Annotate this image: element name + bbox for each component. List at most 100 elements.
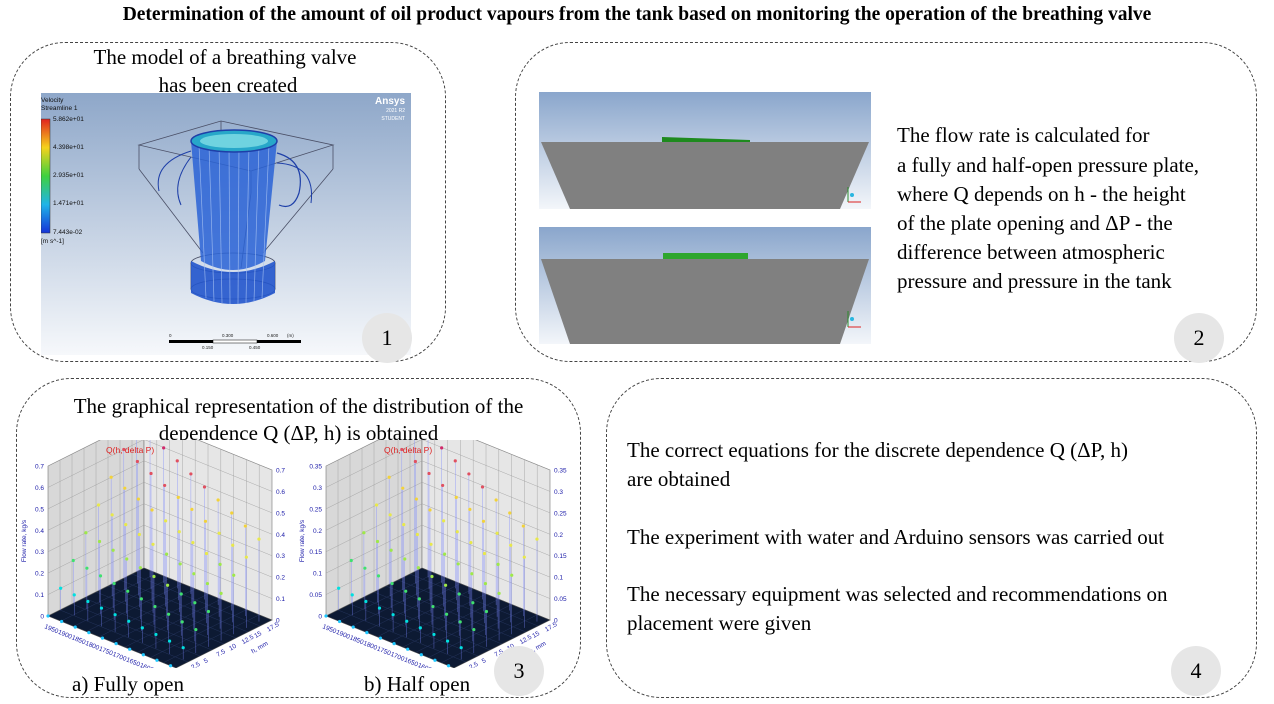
data-point bbox=[414, 497, 418, 501]
data-point bbox=[206, 609, 211, 614]
data-point bbox=[375, 539, 380, 544]
floor-gridline bbox=[349, 603, 479, 657]
data-point bbox=[433, 658, 437, 662]
data-point bbox=[218, 562, 222, 566]
data-point bbox=[137, 532, 141, 537]
data-point bbox=[110, 513, 114, 517]
y-tick-label: 15 bbox=[531, 630, 541, 640]
data-point bbox=[535, 537, 539, 541]
z-tick-label: 0.1 bbox=[313, 571, 322, 578]
pressure-plate bbox=[662, 137, 750, 142]
data-point bbox=[365, 630, 369, 635]
floor-gridline bbox=[59, 609, 189, 663]
data-point bbox=[124, 523, 128, 527]
data-point bbox=[374, 503, 379, 507]
panel-conclusions bbox=[606, 378, 1257, 698]
panel-valve-model bbox=[10, 42, 446, 362]
data-point bbox=[495, 531, 499, 535]
x-axis-label: delta P, Pa bbox=[373, 667, 405, 668]
ansys-version: 2021 R2 bbox=[386, 108, 405, 114]
data-point bbox=[97, 539, 102, 544]
colorbar bbox=[41, 118, 51, 234]
data-point bbox=[192, 572, 196, 576]
data-point bbox=[194, 627, 198, 632]
data-point bbox=[417, 597, 421, 601]
scale-label-5: 0.450 bbox=[249, 345, 261, 350]
axis-triad-icon bbox=[847, 187, 861, 203]
data-point bbox=[402, 523, 406, 527]
wall-gridline bbox=[47, 524, 273, 578]
data-point bbox=[231, 543, 235, 547]
z-tick-label-right: 0.4 bbox=[276, 532, 285, 539]
data-point bbox=[96, 503, 101, 507]
page-title: Determination of the amount of oil produ… bbox=[122, 4, 1152, 25]
data-point bbox=[46, 614, 50, 618]
data-point bbox=[112, 581, 116, 586]
floor-gridline bbox=[95, 591, 225, 645]
data-point bbox=[244, 555, 248, 559]
y-tick-label: 7.5 bbox=[215, 648, 227, 659]
data-point bbox=[216, 498, 220, 502]
data-point bbox=[482, 551, 487, 556]
data-point bbox=[456, 562, 460, 566]
data-point bbox=[60, 619, 64, 624]
wall-gridline bbox=[47, 440, 273, 471]
streamline-tube bbox=[157, 129, 313, 305]
data-point bbox=[445, 639, 450, 643]
data-point bbox=[454, 495, 458, 499]
data-point bbox=[468, 507, 472, 511]
tank-body bbox=[541, 142, 869, 209]
legend-value-4: 7.443e-02 bbox=[53, 229, 83, 236]
y-tick-label: 7.5 bbox=[493, 648, 505, 659]
y-tick-label: 15 bbox=[253, 630, 263, 640]
data-point bbox=[431, 604, 435, 609]
z-tick-label-right: 0 bbox=[554, 618, 558, 625]
data-point bbox=[155, 658, 159, 662]
z-axis-label: Flow rate, kg/s bbox=[299, 519, 306, 562]
data-point bbox=[376, 574, 381, 578]
wall-gridline bbox=[47, 440, 273, 492]
data-point bbox=[202, 485, 207, 489]
panel2-text-line-3: where Q depends on h - the height bbox=[897, 182, 1186, 206]
z-tick-label-right: 0.05 bbox=[554, 596, 567, 603]
data-point bbox=[508, 511, 512, 515]
data-point bbox=[484, 609, 489, 614]
z-tick-label-right: 0.25 bbox=[554, 510, 567, 517]
data-point bbox=[154, 632, 158, 637]
conclusion-3-line-2: placement were given bbox=[627, 611, 812, 635]
data-point bbox=[162, 446, 166, 450]
data-point bbox=[400, 447, 404, 452]
wall-gridline bbox=[325, 460, 551, 514]
z-tick-label: 0.15 bbox=[309, 549, 322, 556]
wall-gridline bbox=[325, 440, 551, 492]
data-point bbox=[337, 586, 341, 590]
data-point bbox=[122, 447, 126, 452]
panel1-caption-line1: The model of a breathing valve bbox=[93, 45, 357, 69]
data-point bbox=[387, 475, 391, 479]
data-point bbox=[243, 524, 247, 528]
data-point bbox=[494, 498, 498, 502]
scale-label-2: 0.600 bbox=[267, 333, 279, 338]
data-point bbox=[428, 508, 432, 512]
z-tick-label-right: 0.7 bbox=[276, 468, 285, 475]
plate-half-open-render bbox=[539, 227, 871, 344]
y-tick-label: 10 bbox=[228, 643, 238, 653]
data-point bbox=[99, 606, 104, 610]
panel2-text-line-4: of the plate opening and ΔP - the bbox=[897, 211, 1173, 235]
data-point bbox=[362, 531, 366, 535]
data-point bbox=[193, 601, 197, 605]
ansys-logo: Ansys bbox=[375, 96, 405, 107]
data-point bbox=[149, 471, 153, 476]
z-tick-label: 0.5 bbox=[35, 506, 44, 513]
panel4-number-badge: 4 bbox=[1171, 646, 1221, 696]
data-point bbox=[483, 581, 488, 586]
data-point bbox=[166, 612, 171, 616]
data-point bbox=[521, 524, 525, 528]
scale-bar: 0 0.300 0.600 (m) 0.150 0.450 bbox=[169, 333, 301, 350]
x-tick-label: 1600 bbox=[139, 662, 155, 668]
data-point bbox=[141, 653, 145, 657]
data-point bbox=[440, 446, 444, 450]
data-point bbox=[443, 552, 447, 556]
z-tick-label-right: 0.5 bbox=[276, 510, 285, 517]
data-point bbox=[205, 581, 210, 586]
